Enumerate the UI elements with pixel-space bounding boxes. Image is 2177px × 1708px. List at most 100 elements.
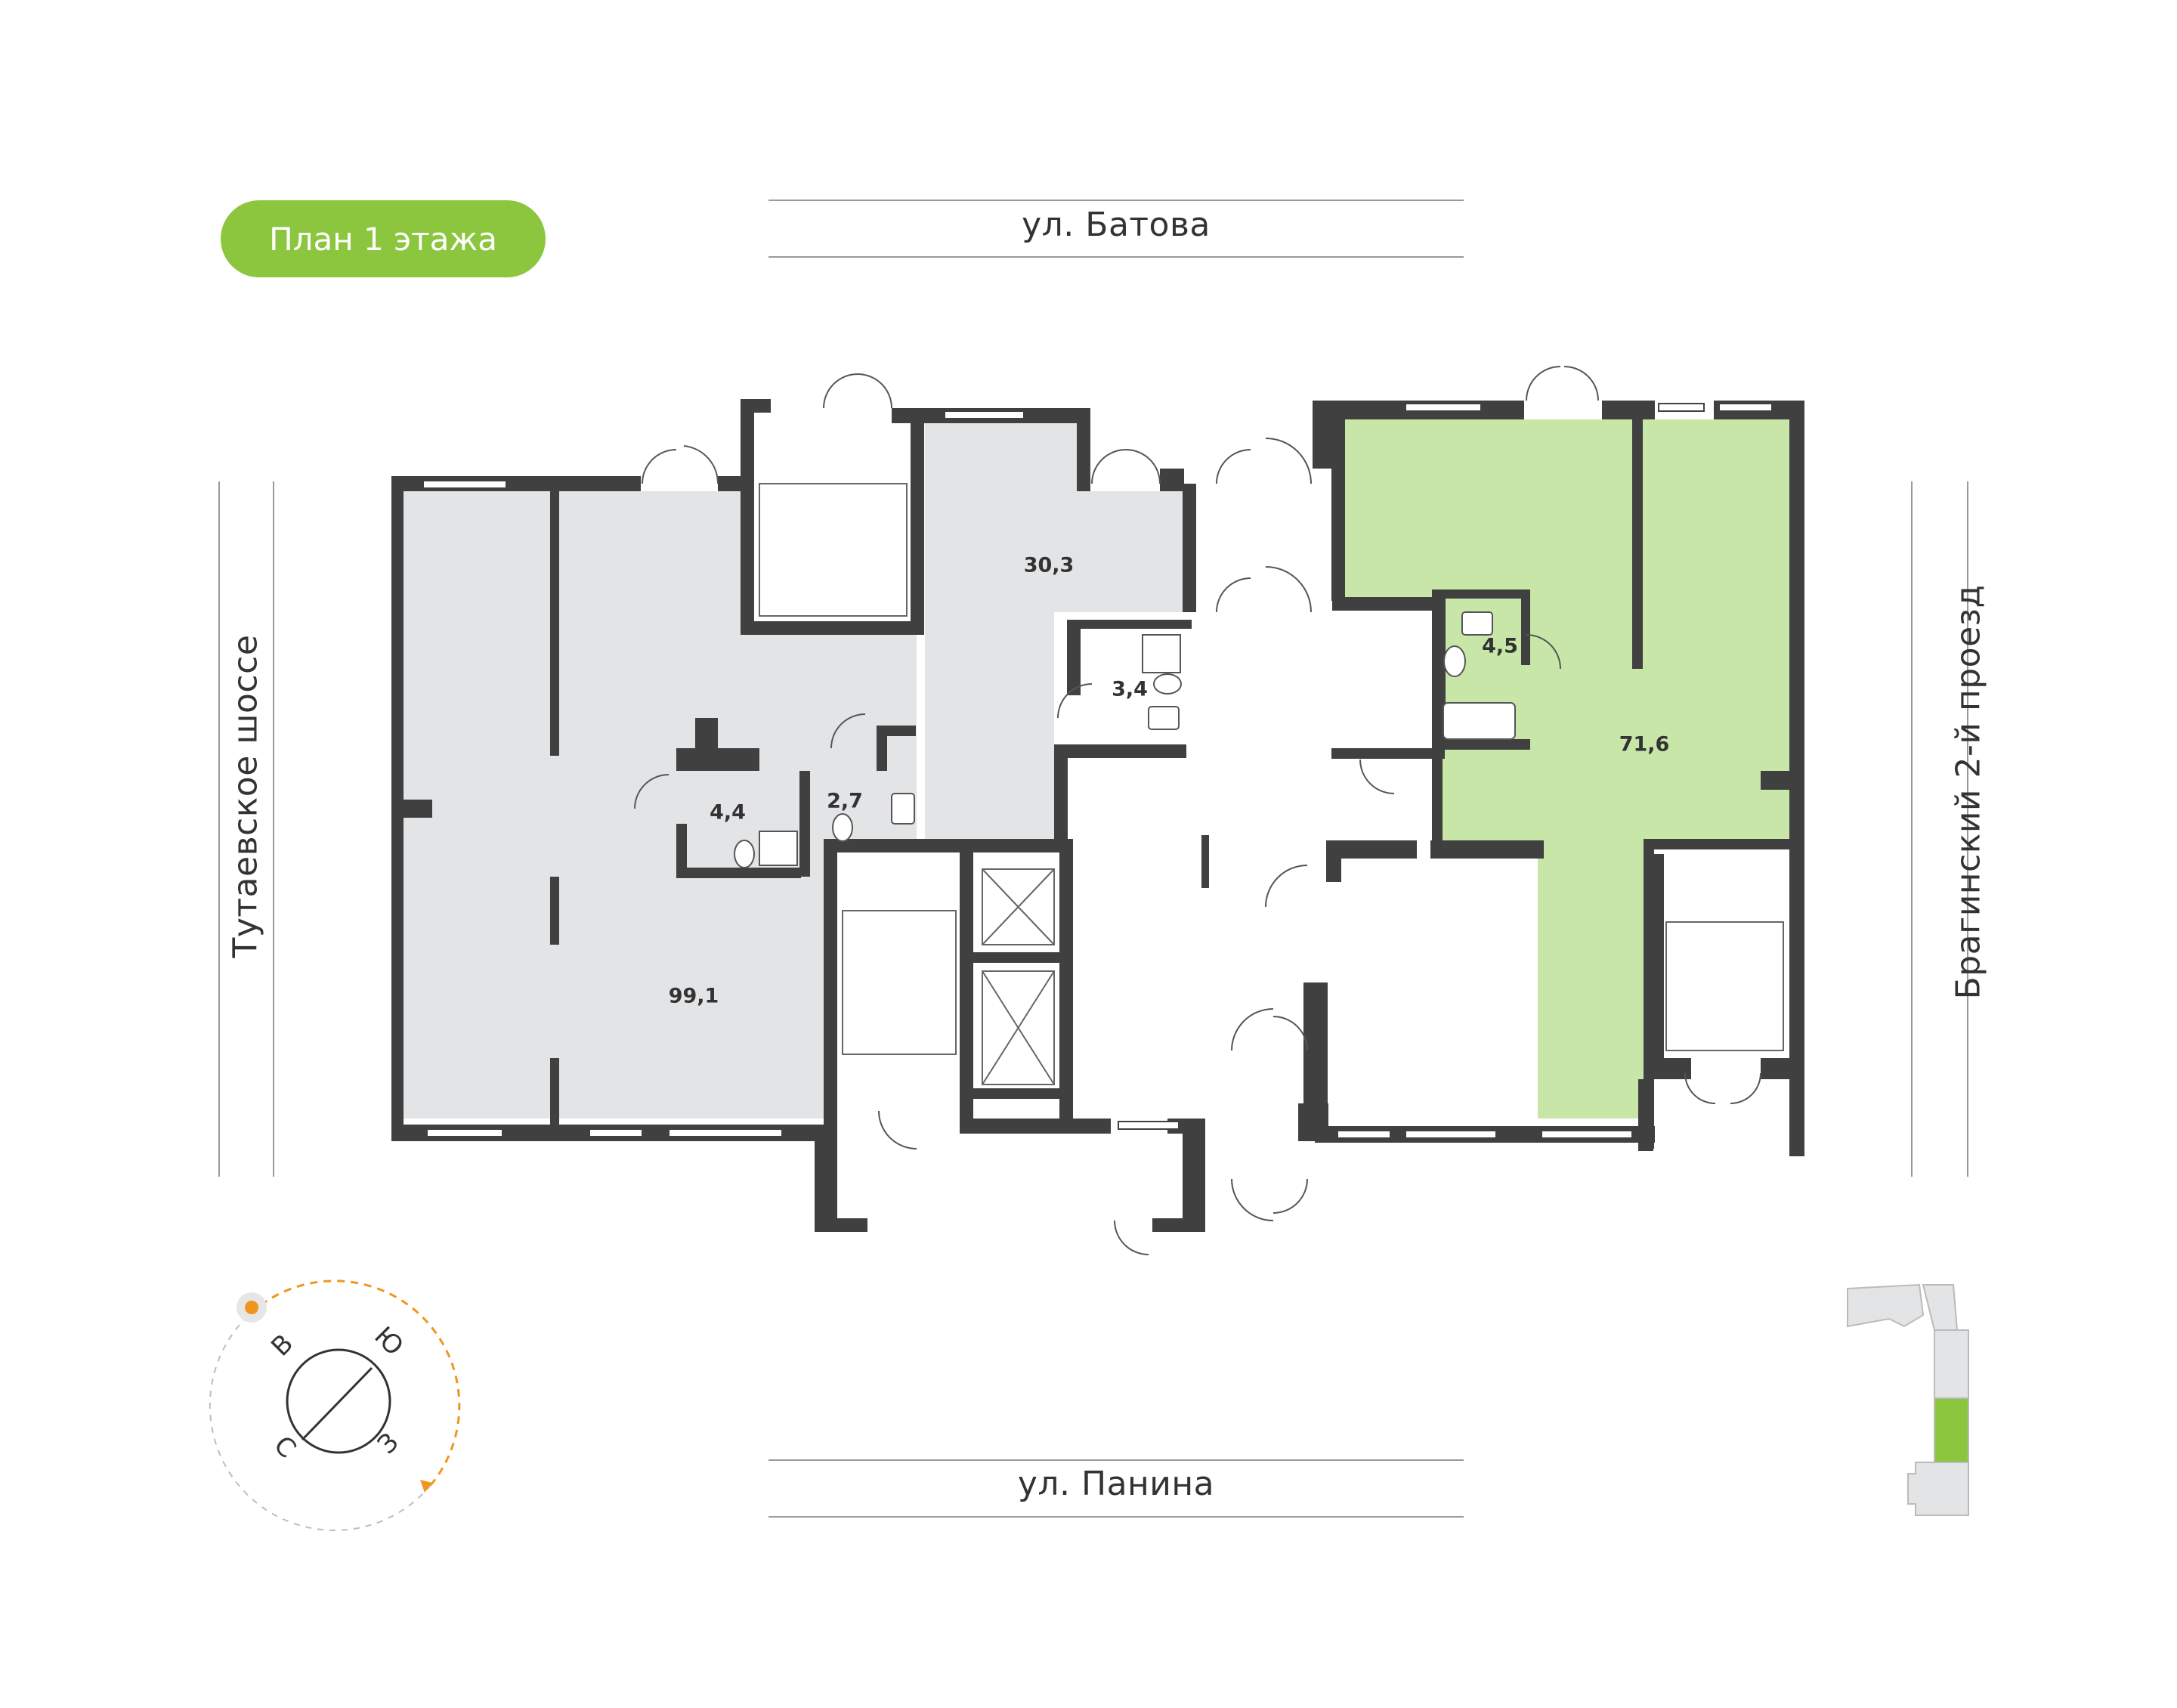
wall-stair1-south [741, 621, 924, 635]
sink-middle [1148, 706, 1180, 730]
wall-stair1-east [911, 408, 924, 635]
wall-middle-wc-top [1067, 620, 1192, 629]
wall-wc-left-west [676, 824, 687, 877]
window-5 [1718, 403, 1773, 412]
compass-needle [301, 1366, 373, 1441]
window-4 [1658, 403, 1705, 412]
wall-rwc-top [1432, 589, 1530, 599]
wall-core2-mid [973, 952, 1073, 963]
sink-right [1461, 611, 1493, 636]
wall-left-west-stub [404, 800, 432, 818]
wall-wc-left-box [695, 718, 718, 748]
wall-left-west [391, 476, 404, 1141]
bathtub-right [1443, 702, 1516, 740]
elevator-2 [982, 970, 1055, 1085]
street-west-label: Тутаевское шоссе [226, 634, 265, 958]
elevator-2-cross-b [982, 970, 1055, 1085]
wall-vest-west [815, 1126, 837, 1232]
area-label-unit-middle-wc: 3,4 [1112, 677, 1148, 701]
area-label-unit-left-wc: 4,4 [710, 800, 746, 825]
street-east-label: Брагинский 2-й проезд [1949, 584, 1988, 1000]
wall-left-inner3 [550, 1058, 559, 1126]
toilet-right [1443, 645, 1466, 677]
area-label-unit-right: 71,6 [1619, 732, 1670, 757]
door-6 [1526, 366, 1599, 401]
building-key [1847, 1283, 1969, 1516]
wall-right-east [1789, 401, 1804, 1156]
wall-middle-ne [1160, 469, 1184, 491]
building-key-block-selected [1934, 1397, 1969, 1463]
wall-rwc-box [1332, 597, 1446, 611]
wall-right-room-w [1326, 840, 1341, 882]
window-12 [1541, 1130, 1633, 1139]
stairs-elevators [759, 483, 1784, 1085]
window-9 [1118, 1121, 1180, 1130]
wall-right-north2 [1602, 401, 1655, 419]
wall-core2-west [824, 839, 837, 1141]
wall-stair3-inner [1638, 1079, 1653, 1151]
door-10 [1114, 1220, 1149, 1255]
unit-right-fill [1345, 419, 1789, 1119]
shower-middle [1142, 634, 1181, 673]
window-11 [1405, 1130, 1497, 1139]
unit-left-fill [404, 491, 917, 1119]
compass [209, 1279, 461, 1531]
door-16 [1265, 865, 1308, 908]
unit-fills [404, 419, 1789, 1119]
area-label-unit-middle: 30,3 [1023, 553, 1075, 577]
area-label-unit-right-wc: 4,5 [1482, 634, 1518, 658]
wall-right-west2 [1313, 982, 1328, 1141]
wall-rwc-east [1521, 589, 1530, 665]
stair-3 [1665, 921, 1784, 1051]
sink-left [891, 793, 915, 825]
wall-stair3-south [1789, 1058, 1804, 1156]
fixtures [734, 611, 1516, 868]
window-6 [426, 1128, 503, 1137]
wall-right-south [1653, 839, 1789, 849]
wall-stair3-west [1653, 854, 1664, 1058]
building-key-south-wing [1907, 1462, 1969, 1516]
street-lines [218, 200, 1968, 1518]
street-north-label: ул. Батова [1022, 206, 1211, 244]
window-8 [668, 1128, 783, 1137]
door-2 [823, 373, 892, 409]
area-label-unit-left: 99,1 [668, 984, 719, 1008]
door-15 [1359, 759, 1395, 794]
doors [634, 366, 1761, 1255]
building-key-north-wing [1847, 1283, 1925, 1328]
street-south-label: ул. Панина [1017, 1465, 1215, 1503]
building-key-block-1 [1934, 1329, 1969, 1399]
door-5 [1216, 566, 1312, 613]
compass-dial [286, 1348, 391, 1454]
wall-rwc-wall [1432, 597, 1446, 748]
window-10 [1337, 1130, 1391, 1139]
windows [422, 403, 1773, 1139]
wall-right-stub [1761, 771, 1789, 790]
door-3 [1091, 449, 1161, 484]
wall-hall-post [1201, 835, 1209, 888]
sun-path-arc [260, 1279, 461, 1486]
door-14 [1526, 634, 1561, 670]
elevator-1 [982, 868, 1055, 945]
area-label-unit-left-wc2: 2,7 [827, 789, 863, 813]
elevator-1-cross-b [982, 868, 1055, 945]
wall-vest-south2 [1152, 1218, 1205, 1232]
door-8 [1231, 1008, 1308, 1051]
window-1 [422, 480, 507, 489]
wall-hall-west [1054, 756, 1068, 843]
sun-path-arrow-icon [420, 1480, 432, 1493]
door-4 [1216, 438, 1312, 484]
toilet-left [734, 840, 755, 868]
wall-core2-top [824, 839, 1073, 852]
building-key-east-wing [1922, 1284, 1959, 1331]
wall-wc-left-east [799, 771, 810, 877]
wall-middle-east [1183, 484, 1196, 612]
unit-middle-fill [925, 423, 1183, 840]
door-7 [878, 1110, 917, 1149]
window-7 [589, 1128, 643, 1137]
door-12 [634, 774, 669, 809]
stair-2 [842, 910, 957, 1055]
wall-wc-left-top [676, 748, 759, 771]
